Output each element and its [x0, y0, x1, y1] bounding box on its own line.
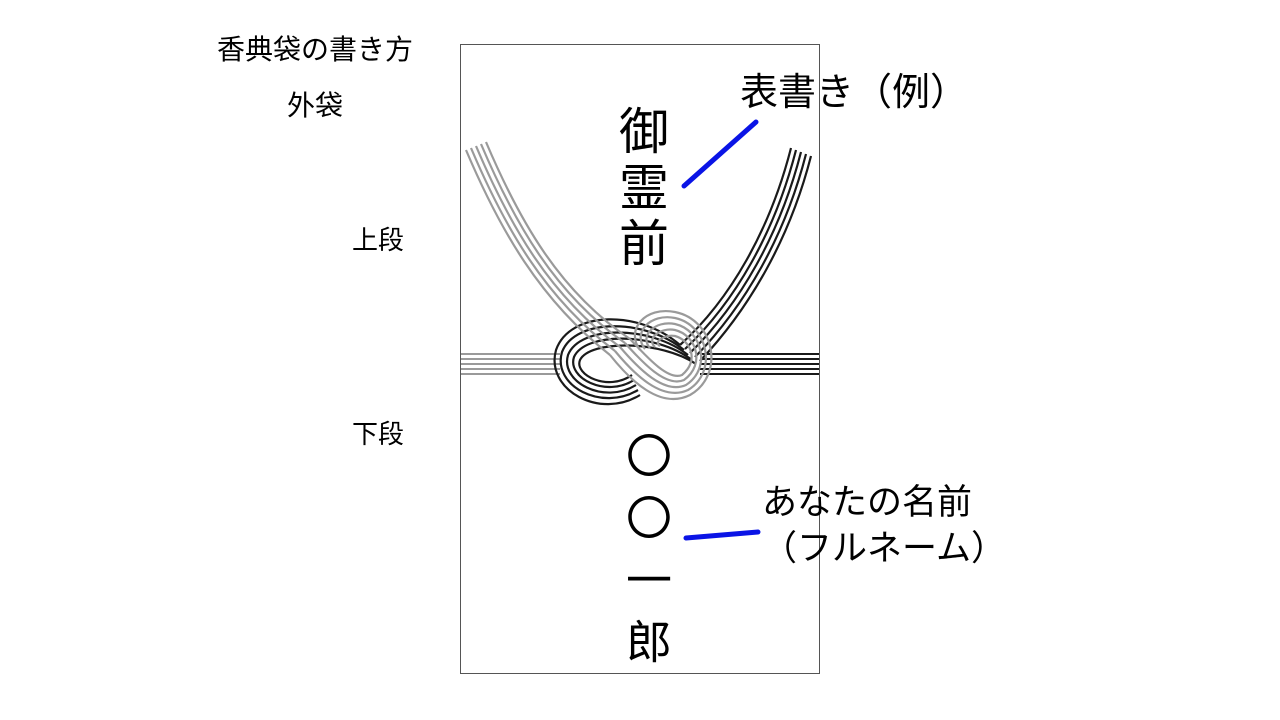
- grey-knot-loop: [609, 309, 713, 401]
- sender-name-text: 〇〇一郎: [619, 432, 673, 680]
- page-title: 香典袋の書き方: [216, 33, 413, 66]
- grey-cord-left-arc: [464, 141, 631, 356]
- upper-section-label: 上段: [352, 226, 405, 256]
- name-leader-line: [683, 529, 761, 541]
- horizontal-cord-left: [461, 353, 560, 375]
- name-callout-label-line2: （フルネーム）: [762, 529, 1006, 569]
- omotegaki-text: 御霊前: [611, 105, 669, 273]
- lower-section-label: 下段: [352, 420, 405, 450]
- name-callout-label-line1: あなたの名前: [762, 483, 973, 523]
- page-subtitle: 外袋: [286, 89, 343, 122]
- omotegaki-leader-line: [681, 119, 759, 189]
- horizontal-cord-right: [700, 353, 819, 375]
- black-cord-right-arc: [679, 147, 813, 362]
- omotegaki-callout-label: 表書き（例）: [740, 70, 969, 114]
